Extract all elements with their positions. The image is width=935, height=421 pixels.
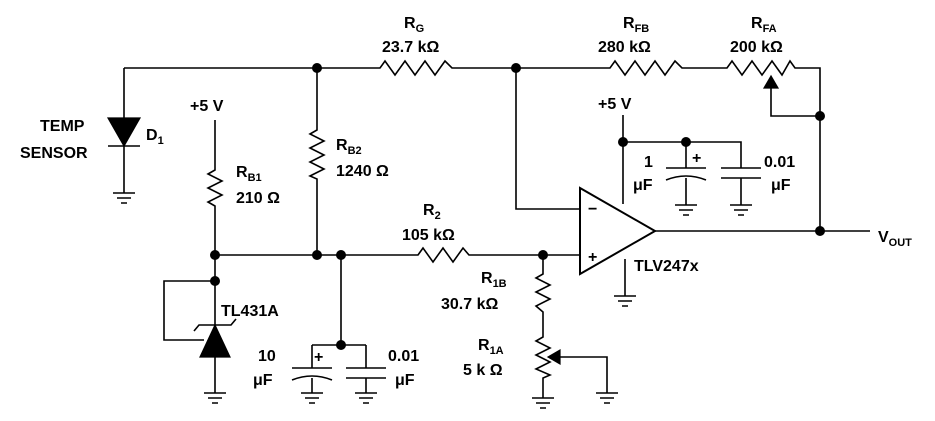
resistor-r1b <box>534 270 552 316</box>
rfa-value: 200 kΩ <box>730 39 783 56</box>
wire-r1a-wiper <box>560 356 608 393</box>
component-labels: RG 23.7 kΩ RFB 280 kΩ RFA 200 kΩ TEMP SE… <box>20 15 912 389</box>
ground-icon <box>301 392 323 404</box>
r2-value: 105 kΩ <box>402 227 455 244</box>
ground-icon <box>614 295 636 307</box>
resistor-rb1 <box>206 166 224 213</box>
temp-label-line1: TEMP <box>40 118 85 135</box>
resistor-r2 <box>412 246 475 264</box>
r1a-value: 5 k Ω <box>463 362 503 379</box>
node-supply <box>618 137 628 147</box>
cap-top-1-plate-b <box>665 175 707 181</box>
rb2-value: 1240 Ω <box>336 163 389 180</box>
rfa-label: RFA <box>751 15 777 35</box>
r1b-value: 30.7 kΩ <box>441 296 498 313</box>
cap-top-2-value: 0.01 <box>764 154 795 171</box>
ground-symbols <box>113 192 752 409</box>
node-bottom-caps <box>336 340 346 350</box>
cap-bot-1-plate-b <box>291 375 333 381</box>
wire-rfa-wiper <box>770 86 820 117</box>
ground-icon <box>675 204 697 216</box>
rg-label: RG <box>404 15 424 35</box>
resistor-rfb <box>602 59 690 77</box>
resistors <box>206 59 800 381</box>
ground-icon <box>204 392 226 404</box>
cap-bot-2-value: 0.01 <box>388 348 419 365</box>
cap-bot-1-value: 10 <box>258 348 276 365</box>
wire-top-right <box>800 67 821 230</box>
resistor-r1a <box>534 333 553 381</box>
supply-right-label: +5 V <box>598 96 632 113</box>
ground-icon <box>355 392 377 404</box>
tl431-shunt-regulator <box>193 318 237 358</box>
node-top-mid <box>511 63 521 73</box>
node-rb2 <box>312 250 322 260</box>
ground-icon <box>730 204 752 216</box>
wire-inverting <box>515 68 580 210</box>
ground-icon <box>113 192 135 204</box>
resistor-rg <box>373 59 462 77</box>
supply-left-label: +5 V <box>190 98 224 115</box>
resistor-rfa <box>720 59 800 77</box>
r2-label: R2 <box>423 202 441 222</box>
node-tl431-ref <box>210 276 220 286</box>
cap-bot-1-polarity: + <box>314 349 323 366</box>
rb1-value: 210 Ω <box>236 190 280 207</box>
node-cap-top <box>681 137 691 147</box>
node-cap-bot <box>336 250 346 260</box>
ground-icon <box>596 392 618 404</box>
op-amp-triangle <box>579 186 658 276</box>
temp-sensor-diode <box>106 117 142 148</box>
wire-tl431-ref <box>163 280 215 341</box>
rfb-label: RFB <box>623 15 649 35</box>
rb1-label: RB1 <box>236 164 262 184</box>
resistor-rb2 <box>308 126 326 182</box>
capacitors <box>291 167 761 381</box>
cap-top-1-value: 1 <box>644 154 653 171</box>
opamp-inverting-sign: − <box>588 201 597 218</box>
cap-top-1-unit: μF <box>633 177 653 194</box>
node-rfa-loop <box>815 111 825 121</box>
junction-dots <box>210 63 825 350</box>
cap-top-1-polarity: + <box>692 150 701 167</box>
r1a-label: R1A <box>478 337 504 357</box>
opamp-label: TLV247x <box>634 258 699 275</box>
rfa-wiper-arrow <box>762 74 780 89</box>
rfb-value: 280 kΩ <box>598 39 651 56</box>
node-noninverting <box>538 250 548 260</box>
rg-value: 23.7 kΩ <box>382 39 439 56</box>
temp-label-line2: SENSOR <box>20 145 88 162</box>
opamp-noninverting-sign: + <box>588 249 597 266</box>
r1a-wiper-arrow <box>546 348 561 366</box>
r1b-label: R1B <box>481 270 507 290</box>
cap-top-2-unit: μF <box>771 177 791 194</box>
tl431-label: TL431A <box>221 303 279 320</box>
vout-label: VOUT <box>878 229 912 249</box>
ground-icon <box>532 397 554 409</box>
wire-supply-right <box>622 115 742 205</box>
rb2-label: RB2 <box>336 137 362 157</box>
wire-bottom-caps <box>311 255 367 393</box>
cap-bot-2-unit: μF <box>395 372 415 389</box>
cap-bot-1-unit: μF <box>253 372 273 389</box>
node-output <box>815 226 825 236</box>
node-rb1 <box>210 250 220 260</box>
d1-label: D1 <box>146 127 164 147</box>
node-top-left <box>312 63 322 73</box>
